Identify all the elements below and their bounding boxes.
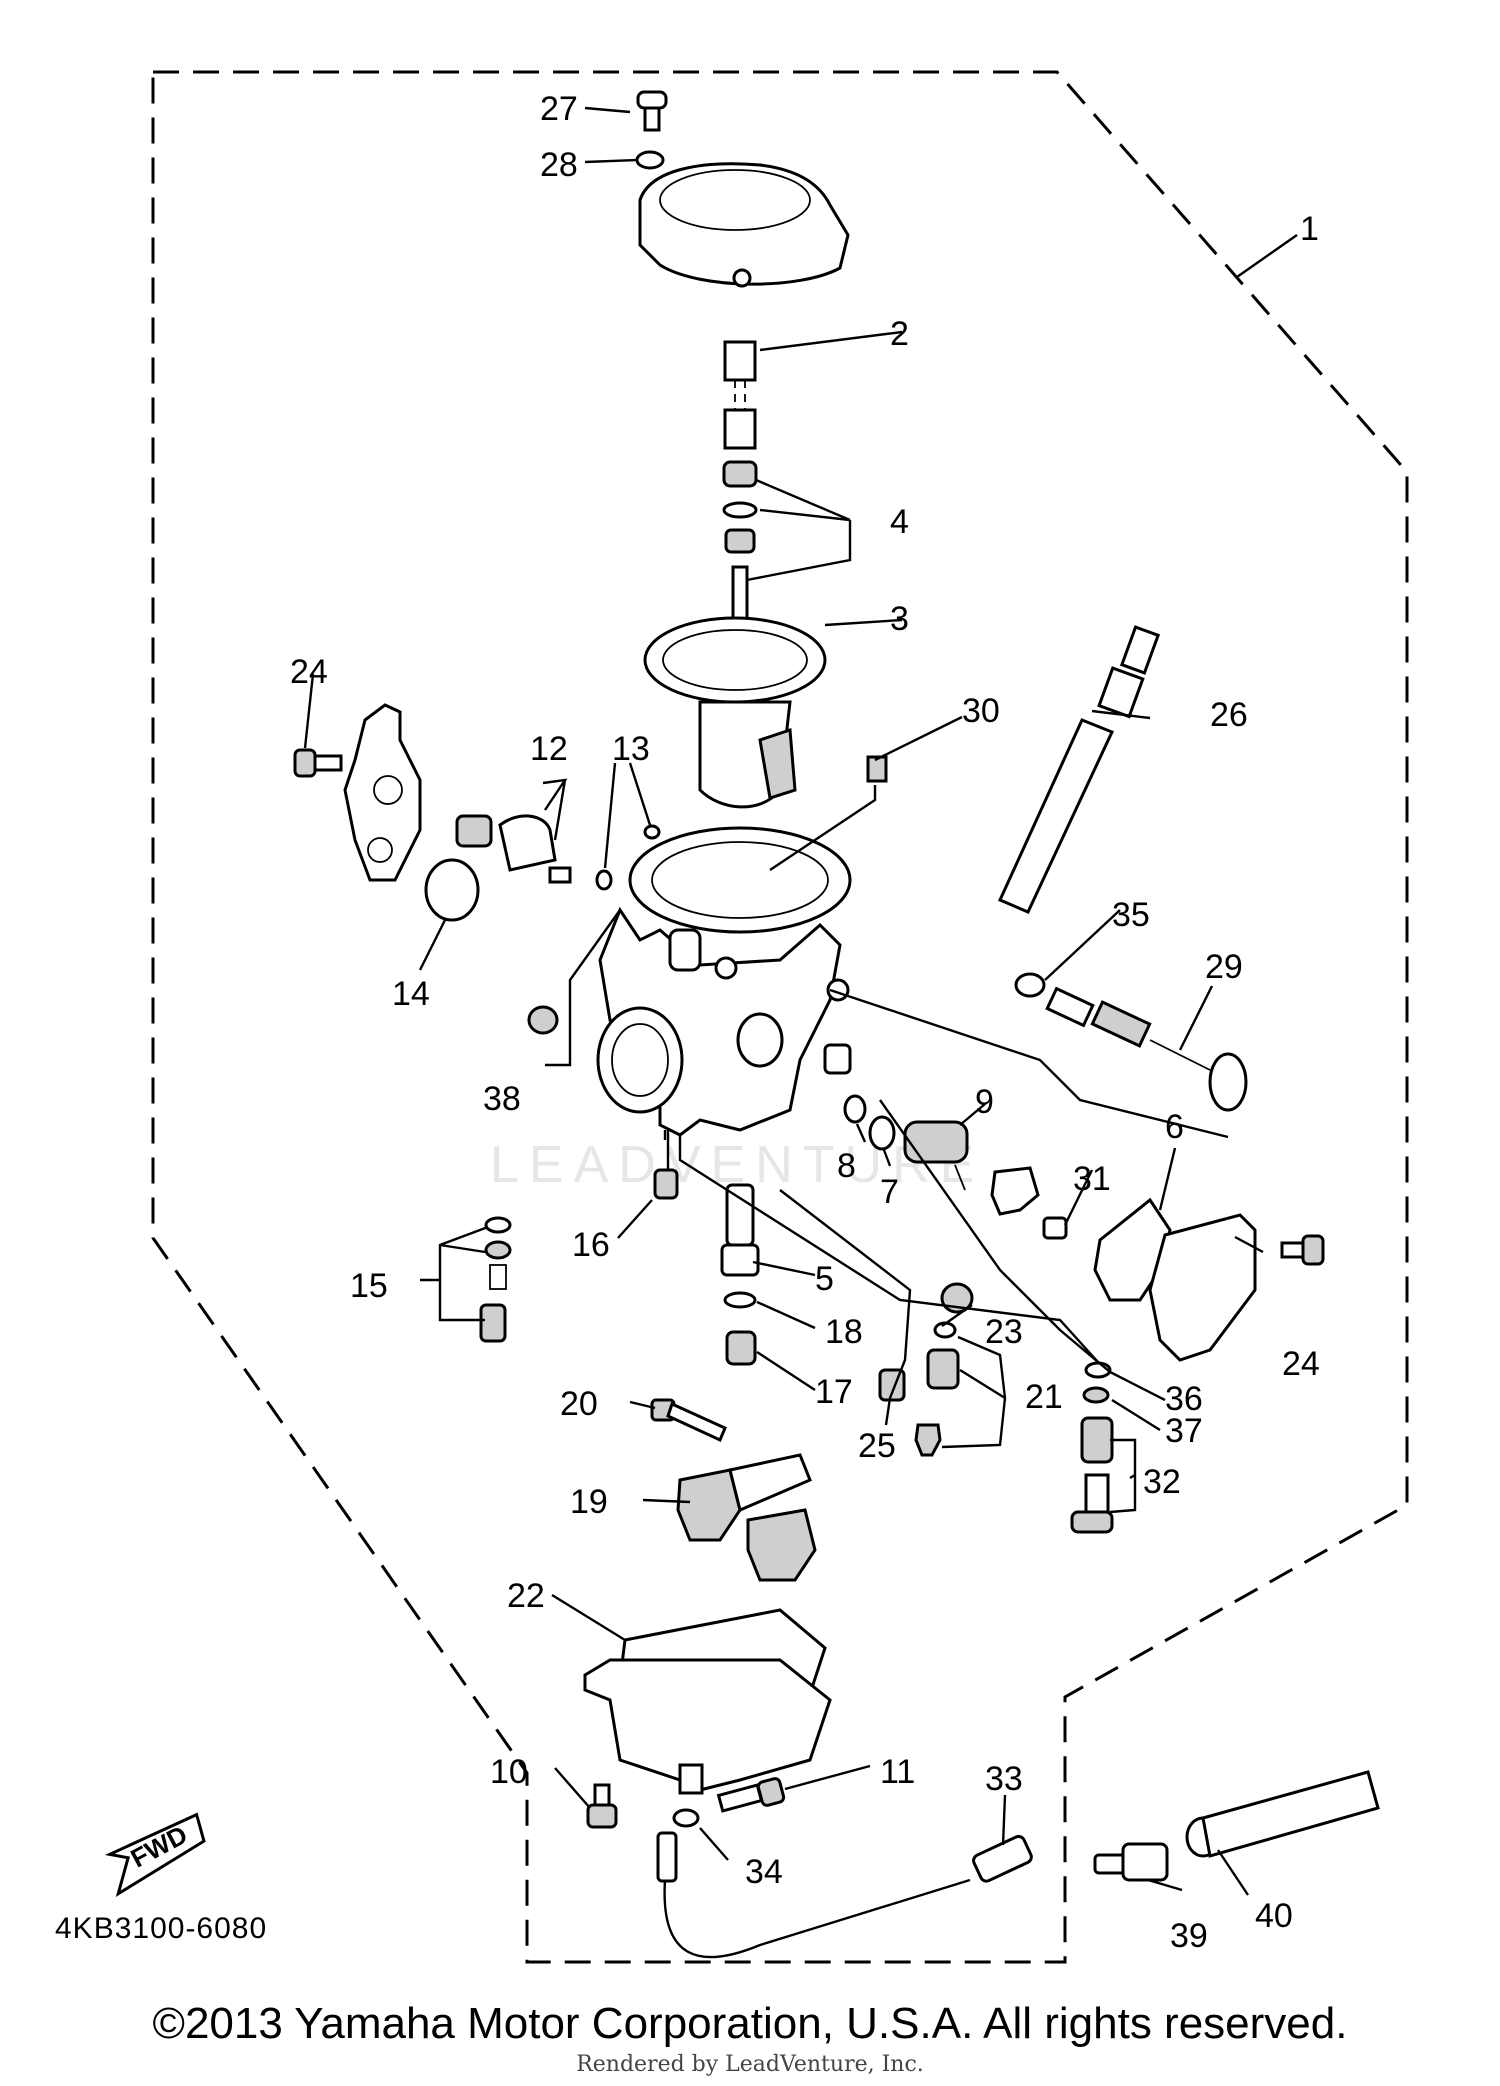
label-10: 10 — [490, 1753, 528, 1791]
label-19: 19 — [570, 1483, 608, 1521]
part-13-o-ring-b — [643, 824, 661, 840]
label-18: 18 — [825, 1313, 863, 1351]
label-20: 20 — [560, 1385, 598, 1423]
label-35: 35 — [1112, 896, 1150, 934]
part-17-main-jet — [725, 1330, 757, 1366]
part-39-fitting — [1093, 1842, 1169, 1882]
part-34-clip — [672, 1808, 700, 1828]
label-15: 15 — [350, 1267, 388, 1305]
part-side-cover — [1148, 1213, 1257, 1362]
fwd-arrow-icon: FWD — [104, 1812, 206, 1898]
part-9-spring — [903, 1120, 969, 1191]
label-1: 1 — [1300, 210, 1319, 248]
label-37: 37 — [1165, 1412, 1203, 1450]
part-5-needle-jet — [720, 1183, 760, 1277]
label-40: 40 — [1255, 1897, 1293, 1935]
part-31-lever-screw — [990, 1166, 1068, 1240]
part-2-spring — [723, 340, 757, 450]
part-15-screw-set — [479, 1216, 512, 1343]
label-39: 39 — [1170, 1917, 1208, 1955]
label-24-left: 24 — [290, 653, 328, 691]
label-21: 21 — [1025, 1378, 1063, 1416]
label-14: 14 — [392, 975, 430, 1013]
label-2: 2 — [890, 315, 909, 353]
label-7: 7 — [880, 1173, 899, 1211]
assembly-boundary — [151, 70, 1409, 1964]
part-12-spring-and-cap — [455, 814, 572, 884]
part-29-pilot-screw — [1045, 986, 1248, 1112]
part-13-o-ring-a — [595, 869, 613, 891]
part-28-washer — [635, 150, 665, 170]
label-17: 17 — [815, 1373, 853, 1411]
label-36: 36 — [1165, 1380, 1203, 1418]
part-20-float-pin — [650, 1398, 727, 1443]
label-26: 26 — [1210, 696, 1248, 734]
part-27-screw — [636, 90, 668, 132]
part-8-washer — [843, 1094, 867, 1124]
leader-lines — [303, 106, 1298, 1896]
part-38-nut — [527, 1005, 559, 1035]
part-18-washer — [723, 1291, 757, 1309]
label-33: 33 — [985, 1760, 1023, 1798]
label-28: 28 — [540, 146, 578, 184]
part-11-drain-screw — [716, 1777, 786, 1813]
part-26-cable — [997, 625, 1161, 914]
label-23: 23 — [985, 1313, 1023, 1351]
label-6: 6 — [1165, 1108, 1184, 1146]
label-11: 11 — [880, 1753, 915, 1791]
part-throttle-lever-cover — [343, 703, 422, 882]
part-24-screw-left — [293, 748, 343, 778]
part-7-seal — [868, 1115, 896, 1151]
part-float-bowl — [583, 1658, 832, 1795]
label-38: 38 — [483, 1080, 521, 1118]
label-13: 13 — [612, 730, 650, 768]
label-16: 16 — [572, 1226, 610, 1264]
part-24-screw-right — [1280, 1234, 1325, 1266]
label-12: 12 — [530, 730, 568, 768]
label-29: 29 — [1205, 948, 1243, 986]
label-24-right: 24 — [1282, 1345, 1320, 1383]
label-27: 27 — [540, 90, 578, 128]
part-33-drain-hose — [656, 1831, 1033, 1959]
part-40-hose — [1185, 1770, 1380, 1858]
label-25: 25 — [858, 1427, 896, 1465]
part-3-diaphragm-piston — [643, 616, 827, 809]
label-22: 22 — [507, 1577, 545, 1615]
part-top-cover — [638, 162, 850, 288]
label-4: 4 — [890, 503, 909, 541]
copyright-notice: ©2013 Yamaha Motor Corporation, U.S.A. A… — [152, 1999, 1348, 2048]
label-34: 34 — [745, 1853, 783, 1891]
part-35-o-ring — [1014, 972, 1046, 998]
label-30: 30 — [962, 692, 1000, 730]
part-14-gasket — [424, 858, 480, 922]
label-5: 5 — [815, 1260, 834, 1298]
part-16-jet — [653, 1168, 679, 1200]
rendered-by-notice: Rendered by LeadVenture, Inc. — [576, 2052, 924, 2077]
label-9: 9 — [975, 1083, 994, 1121]
label-3: 3 — [890, 600, 909, 638]
part-10-screw — [586, 1783, 618, 1829]
part-32-spring-screw — [1070, 1416, 1114, 1534]
label-31: 31 — [1073, 1160, 1111, 1198]
label-8: 8 — [837, 1147, 856, 1185]
part-21-needle-valve — [914, 1321, 960, 1457]
part-30-spring — [866, 755, 888, 783]
diagram-code: 4KB3100-6080 — [55, 1912, 267, 1945]
label-32: 32 — [1143, 1463, 1181, 1501]
part-4-needle-set — [722, 460, 758, 637]
part-37-washer — [1082, 1386, 1110, 1404]
part-1-carburetor-body — [596, 826, 852, 1137]
part-19-float — [676, 1453, 817, 1582]
